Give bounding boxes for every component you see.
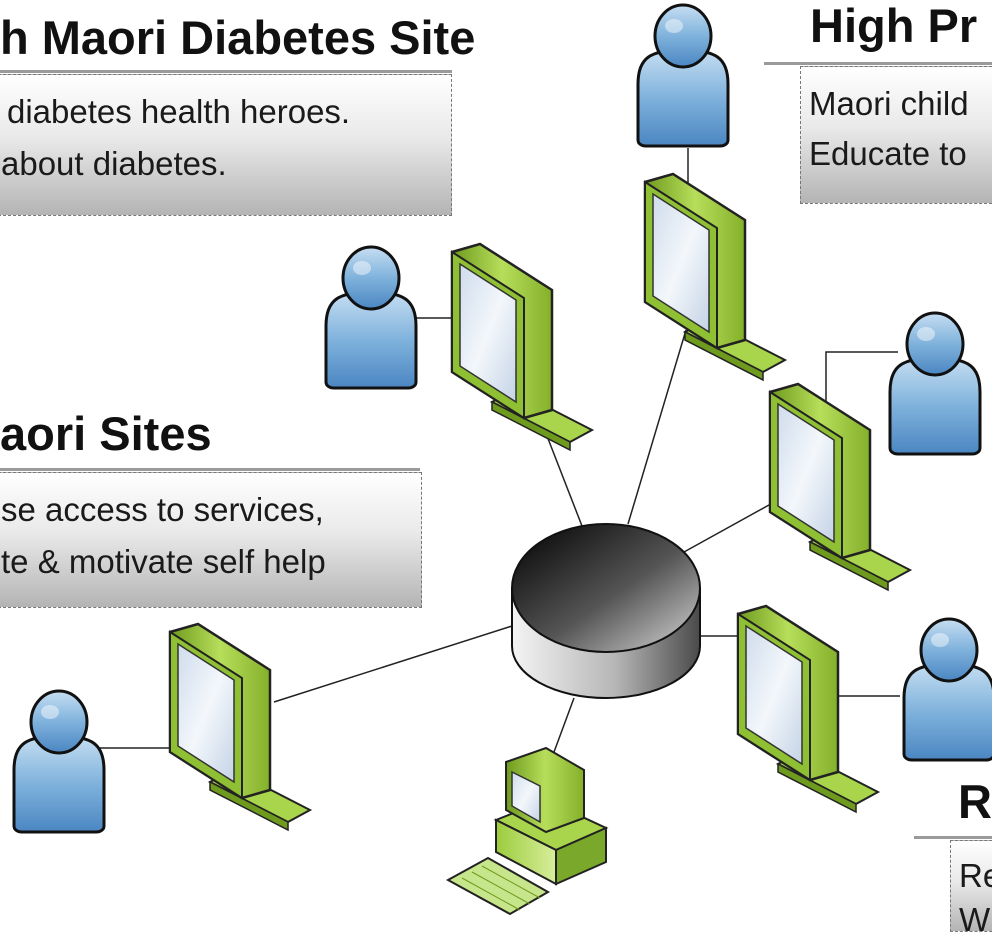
connector-line (825, 351, 898, 408)
connector-line (273, 625, 513, 703)
section-heading-main-site: h Maori Diabetes Site (0, 11, 476, 64)
section-rule (0, 70, 452, 73)
section-heading-bottom-right: R (958, 775, 992, 828)
section-line: se access to services, (1, 491, 324, 528)
connector-line (553, 697, 575, 753)
user-icon (902, 617, 992, 762)
section-box-high-priority: Maori child Educate to (800, 66, 992, 204)
section-box-bottom-right: Re W (950, 840, 992, 932)
user-icon (636, 3, 730, 148)
computer-monitor-icon (736, 604, 880, 814)
section-rule (914, 836, 992, 839)
desktop-computer-icon (445, 746, 609, 916)
section-heading-maori-sites: aori Sites (0, 407, 212, 460)
section-box-main-site: diabetes health heroes. about diabetes. (0, 74, 452, 216)
section-box-maori-sites: se access to services, te & motivate sel… (0, 472, 422, 608)
computer-monitor-icon (643, 172, 787, 382)
section-rule (764, 62, 992, 65)
section-line: Maori child (809, 85, 969, 122)
computer-monitor-icon (168, 622, 312, 832)
section-line: Educate to (809, 135, 967, 172)
user-icon (324, 245, 418, 390)
section-line: te & motivate self help (1, 543, 326, 580)
connector-line (627, 329, 687, 525)
section-line: Re (959, 857, 992, 894)
user-icon (888, 311, 982, 456)
connector-line (683, 499, 779, 553)
server-icon (511, 523, 701, 699)
section-heading-high-priority: High Pr (810, 0, 978, 52)
section-line: about diabetes. (1, 145, 227, 182)
section-rule (0, 468, 420, 471)
section-line: W (959, 901, 991, 932)
user-icon (12, 689, 106, 834)
computer-monitor-icon (450, 242, 594, 452)
section-line: diabetes health heroes. (7, 93, 351, 130)
